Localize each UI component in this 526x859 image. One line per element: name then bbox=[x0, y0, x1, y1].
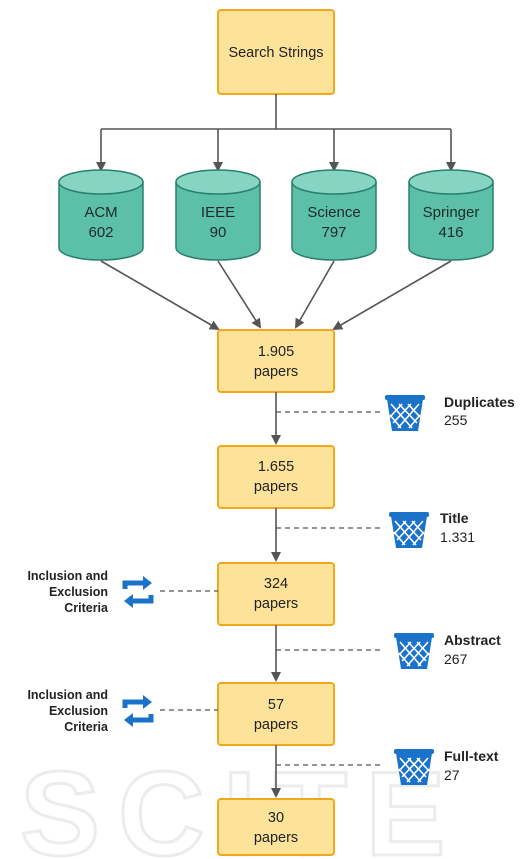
database-name: ACM bbox=[84, 204, 117, 221]
arrow-acm-merge bbox=[100, 260, 220, 331]
exclusion-label: Duplicates bbox=[444, 394, 515, 410]
database-count: 90 bbox=[210, 224, 227, 241]
exclusion-label: Full-text bbox=[444, 748, 499, 764]
criteria-line: Inclusion and bbox=[27, 569, 108, 583]
stage-unit: papers bbox=[254, 479, 298, 495]
trash-bin-icon bbox=[388, 511, 430, 549]
stage-unit: papers bbox=[254, 830, 298, 846]
exclusion-count: 267 bbox=[444, 651, 468, 667]
criteria-step-2: Inclusion and Exclusion Criteria bbox=[27, 688, 152, 734]
trash-bin-icon bbox=[384, 394, 426, 432]
stage-count: 1.655 bbox=[258, 459, 294, 475]
stage-unit: papers bbox=[254, 596, 298, 612]
exclusion-label: Title bbox=[440, 510, 469, 526]
exclusion-full-text: Full-text 27 bbox=[393, 748, 499, 786]
exclusion-abstract: Abstract 267 bbox=[393, 632, 501, 670]
arrow-springer-merge bbox=[332, 260, 452, 331]
stage-box-3 bbox=[217, 562, 335, 626]
arrow-ieee-merge bbox=[217, 260, 262, 329]
exclusion-title: Title 1.331 bbox=[388, 510, 475, 549]
exclusion-duplicates: Duplicates 255 bbox=[384, 394, 515, 432]
criteria-line: Criteria bbox=[64, 720, 109, 734]
stage-box-5 bbox=[217, 798, 335, 856]
exclusion-label: Abstract bbox=[444, 632, 501, 648]
database-name: Springer bbox=[423, 204, 480, 221]
search-strings-label: Search Strings bbox=[228, 45, 323, 61]
database-name: Science bbox=[307, 204, 360, 221]
stage-count: 324 bbox=[264, 576, 288, 592]
exclusion-count: 255 bbox=[444, 412, 468, 428]
exclusion-count: 27 bbox=[444, 767, 460, 783]
refresh-cycle-icon bbox=[124, 695, 152, 727]
stage-count: 30 bbox=[268, 810, 284, 826]
database-count: 602 bbox=[88, 224, 113, 241]
stage-unit: papers bbox=[254, 364, 298, 380]
criteria-line: Inclusion and bbox=[27, 688, 108, 702]
stage-box-4 bbox=[217, 682, 335, 746]
criteria-line: Exclusion bbox=[49, 704, 108, 718]
stage-box-1 bbox=[217, 329, 335, 393]
stage-unit: papers bbox=[254, 717, 298, 733]
database-science: Science 797 bbox=[291, 169, 377, 261]
criteria-line: Criteria bbox=[64, 601, 109, 615]
database-springer: Springer 416 bbox=[408, 169, 494, 261]
exclusion-count: 1.331 bbox=[440, 529, 475, 545]
stage-count: 1.905 bbox=[258, 344, 294, 360]
database-count: 416 bbox=[438, 224, 463, 241]
stage-box-2 bbox=[217, 445, 335, 509]
refresh-cycle-icon bbox=[124, 576, 152, 608]
database-ieee: IEEE 90 bbox=[175, 169, 261, 261]
database-name: IEEE bbox=[201, 204, 235, 221]
stage-count: 57 bbox=[268, 697, 284, 713]
database-count: 797 bbox=[321, 224, 346, 241]
database-acm: ACM 602 bbox=[58, 169, 144, 261]
arrow-science-merge bbox=[295, 260, 335, 329]
criteria-line: Exclusion bbox=[49, 585, 108, 599]
trash-bin-icon bbox=[393, 632, 435, 670]
criteria-step-1: Inclusion and Exclusion Criteria bbox=[27, 569, 152, 615]
